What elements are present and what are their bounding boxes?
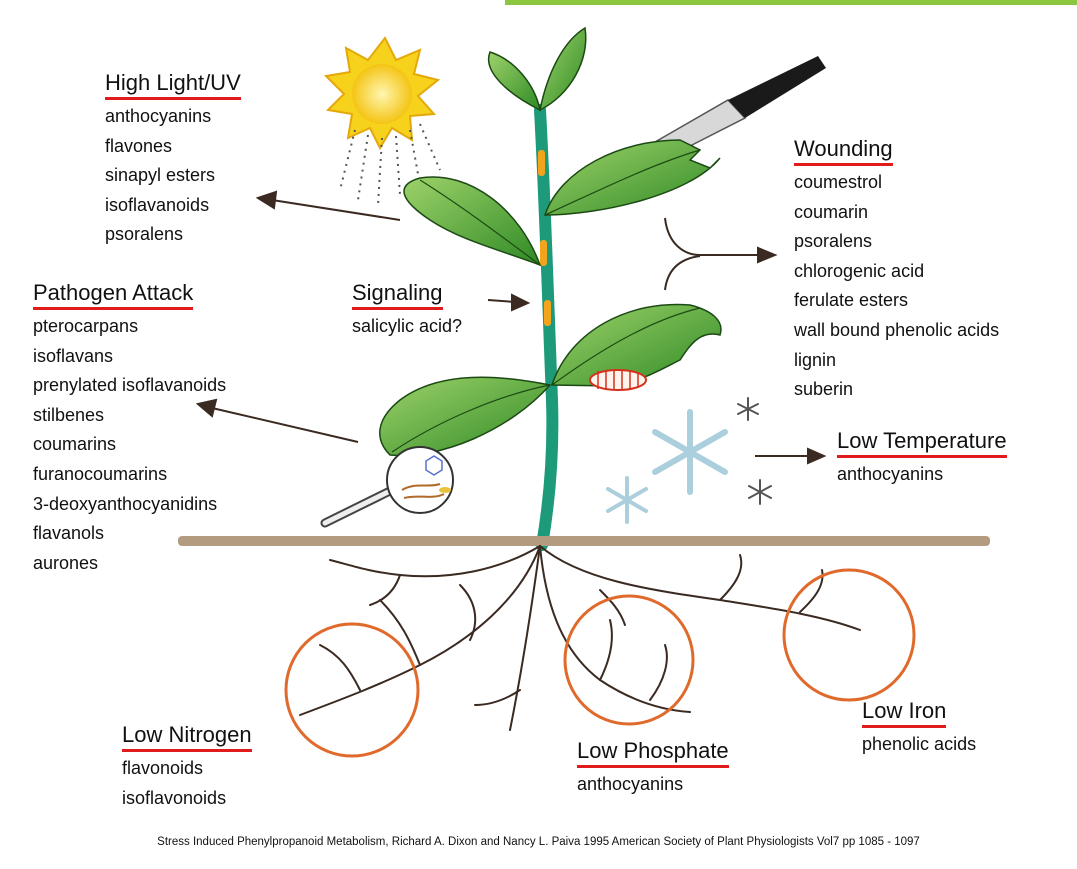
pathogen-item: isoflavans bbox=[33, 342, 226, 372]
low-iron-heading: Low Iron bbox=[862, 698, 946, 728]
wounding-item: coumarin bbox=[794, 198, 999, 228]
low-phosphate-heading: Low Phosphate bbox=[577, 738, 729, 768]
high-light-item: psoralens bbox=[105, 220, 241, 250]
high-light-item: flavones bbox=[105, 132, 241, 162]
pathogen-item: prenylated isoflavanoids bbox=[33, 371, 226, 401]
wounding-item: chlorogenic acid bbox=[794, 257, 999, 287]
low-temperature-group: Low Temperature anthocyanins bbox=[837, 428, 1007, 490]
high-light-item: anthocyanins bbox=[105, 102, 241, 132]
wounding-group: Wounding coumestrol coumarin psoralens c… bbox=[794, 136, 999, 405]
root-circles bbox=[286, 570, 914, 756]
pathogen-item: furanocoumarins bbox=[33, 460, 226, 490]
wounding-item: coumestrol bbox=[794, 168, 999, 198]
magnifier-icon bbox=[325, 447, 453, 523]
low-phosphate-group: Low Phosphate anthocyanins bbox=[577, 738, 729, 800]
wounding-item: wall bound phenolic acids bbox=[794, 316, 999, 346]
high-light-item: sinapyl esters bbox=[105, 161, 241, 191]
signaling-heading: Signaling bbox=[352, 280, 443, 310]
pathogen-item: aurones bbox=[33, 549, 226, 579]
high-light-uv-heading: High Light/UV bbox=[105, 70, 241, 100]
sun-icon bbox=[326, 38, 438, 148]
low-nitrogen-item: flavonoids bbox=[122, 754, 252, 784]
wounding-item: psoralens bbox=[794, 227, 999, 257]
low-nitrogen-item: isoflavonoids bbox=[122, 784, 252, 814]
pathogen-item: flavanols bbox=[33, 519, 226, 549]
caterpillar-icon bbox=[590, 370, 646, 390]
low-iron-item: phenolic acids bbox=[862, 730, 976, 760]
low-temperature-item: anthocyanins bbox=[837, 460, 1007, 490]
low-temperature-heading: Low Temperature bbox=[837, 428, 1007, 458]
low-nitrogen-group: Low Nitrogen flavonoids isoflavonoids bbox=[122, 722, 252, 813]
pathogen-item: pterocarpans bbox=[33, 312, 226, 342]
pathogen-attack-group: Pathogen Attack pterocarpans isoflavans … bbox=[33, 280, 226, 578]
pathogen-attack-heading: Pathogen Attack bbox=[33, 280, 193, 310]
low-nitrogen-heading: Low Nitrogen bbox=[122, 722, 252, 752]
knife-icon bbox=[655, 56, 826, 146]
snowflake-icon bbox=[655, 412, 725, 492]
low-iron-group: Low Iron phenolic acids bbox=[862, 698, 976, 760]
wounding-item: ferulate esters bbox=[794, 286, 999, 316]
soil-line bbox=[178, 536, 990, 546]
pathogen-item: coumarins bbox=[33, 430, 226, 460]
signaling-group: Signaling salicylic acid? bbox=[352, 280, 462, 342]
pathogen-item: 3-deoxyanthocyanidins bbox=[33, 490, 226, 520]
pathogen-item: stilbenes bbox=[33, 401, 226, 431]
high-light-uv-group: High Light/UV anthocyanins flavones sina… bbox=[105, 70, 241, 250]
wounding-item: suberin bbox=[794, 375, 999, 405]
wounding-item: lignin bbox=[794, 346, 999, 376]
wounding-heading: Wounding bbox=[794, 136, 893, 166]
high-light-item: isoflavanoids bbox=[105, 191, 241, 221]
citation-text: Stress Induced Phenylpropanoid Metabolis… bbox=[0, 836, 1077, 848]
low-phosphate-item: anthocyanins bbox=[577, 770, 729, 800]
signaling-item: salicylic acid? bbox=[352, 312, 462, 342]
